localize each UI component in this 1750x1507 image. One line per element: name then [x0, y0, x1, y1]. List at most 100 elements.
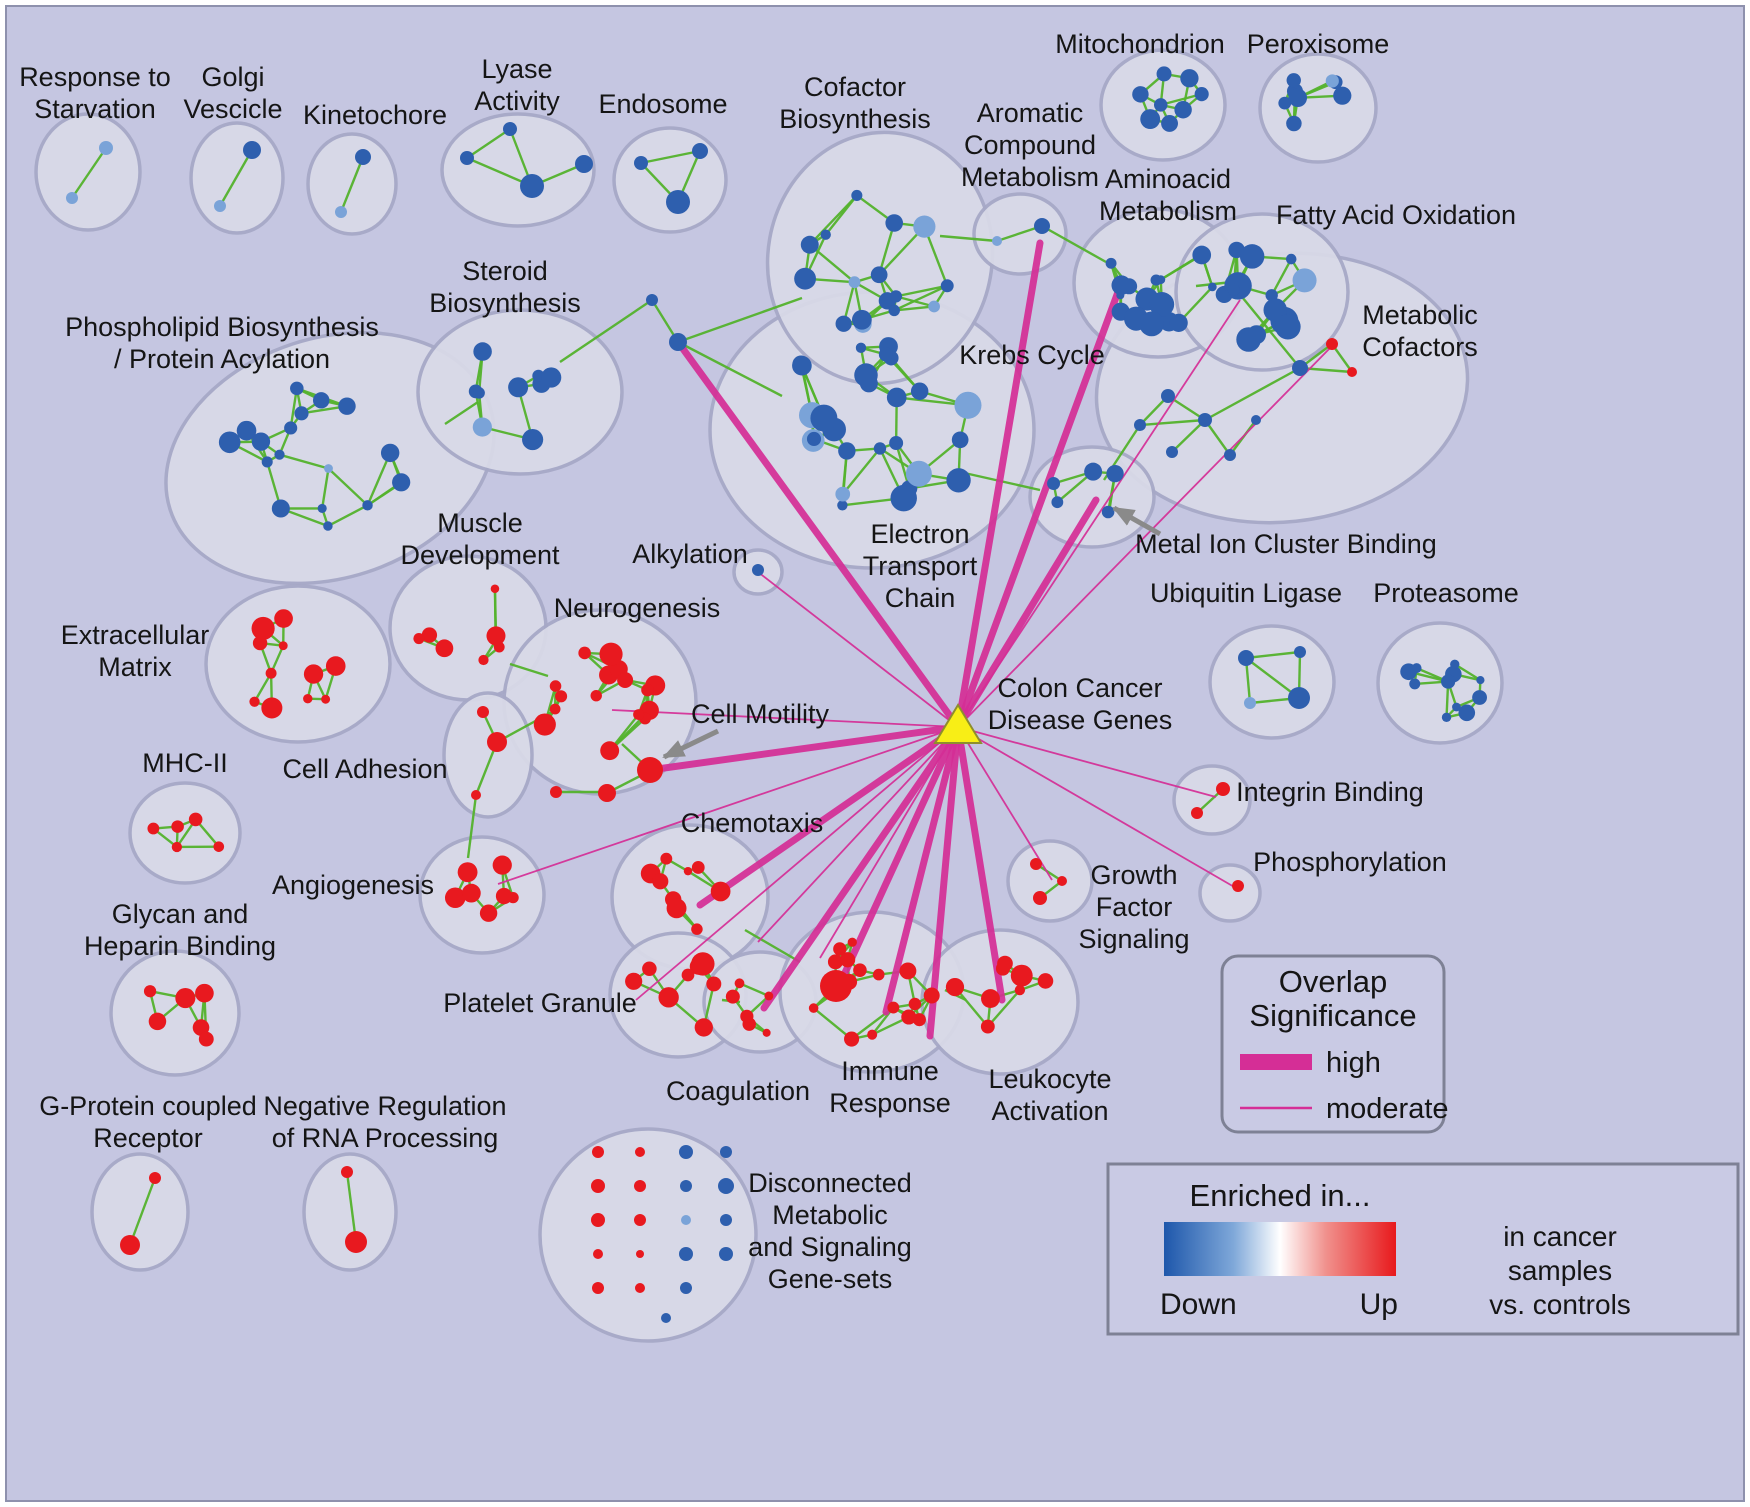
- gene-set-edge: [279, 453, 329, 470]
- gene-set-node: [541, 367, 562, 388]
- gene-set-node: [324, 464, 333, 473]
- gene-set-node: [294, 406, 309, 421]
- gene-set-node: [889, 436, 904, 451]
- gene-set-node: [1037, 973, 1054, 989]
- cluster-cell-adhesion: [442, 691, 534, 819]
- label-coagulation: Coagulation: [666, 1076, 810, 1106]
- gene-set-node: [694, 1018, 713, 1037]
- gene-set-node: [905, 460, 932, 487]
- overlap-edge-moderate: [957, 345, 1333, 728]
- gene-set-node: [578, 646, 591, 660]
- gene-set-node: [1224, 449, 1236, 461]
- overlap-edge-moderate: [957, 726, 1217, 798]
- gene-set-node: [120, 1235, 140, 1255]
- gene-set-node: [555, 690, 568, 703]
- cluster-negative-regulation-rna-processing: [302, 1152, 398, 1272]
- label-negative-regulation-rna-processing: of RNA Processing: [272, 1123, 499, 1153]
- gene-set-node: [681, 968, 695, 982]
- gene-set-node: [503, 122, 517, 136]
- overlap-edge-moderate: [497, 726, 959, 885]
- gene-set-node: [198, 1031, 214, 1047]
- gene-set-node: [1034, 218, 1050, 234]
- legend-enriched-note: in cancer: [1503, 1221, 1617, 1252]
- gene-set-node: [899, 962, 917, 980]
- gene-set-node: [887, 1001, 900, 1014]
- overlap-edge-high: [834, 723, 962, 992]
- gene-set-node: [1161, 389, 1175, 403]
- gene-set-node: [149, 1172, 161, 1184]
- gene-set-node: [634, 156, 648, 170]
- gene-set-node: [321, 694, 331, 704]
- overlap-edge-moderate: [957, 299, 1241, 728]
- gene-set-node: [1286, 115, 1302, 132]
- gene-set-node: [679, 1247, 693, 1261]
- gene-set-node: [913, 215, 936, 238]
- gene-set-node: [550, 786, 562, 798]
- gene-set-node: [681, 1215, 691, 1225]
- label-negative-regulation-rna-processing: Negative Regulation: [263, 1091, 506, 1121]
- gene-set-node: [1409, 678, 1421, 690]
- gene-set-node: [592, 1282, 604, 1294]
- gene-set-edge: [444, 401, 479, 425]
- gene-set-node: [885, 214, 903, 232]
- gene-set-edge: [812, 1007, 853, 1040]
- gene-set-node: [1057, 876, 1067, 886]
- label-glycan-heparin-binding: Heparin Binding: [84, 931, 276, 961]
- gene-set-node: [820, 229, 831, 240]
- gene-set-node: [303, 664, 324, 684]
- gene-set-node: [251, 432, 271, 451]
- gene-set-node: [265, 667, 277, 679]
- gene-set-node: [236, 420, 257, 441]
- gene-set-node: [274, 609, 293, 628]
- gene-set-edge: [320, 468, 330, 509]
- legend-enriched-note: samples: [1508, 1255, 1612, 1286]
- gene-set-node: [886, 387, 907, 408]
- gene-set-node: [844, 1031, 860, 1047]
- cluster-peroxisome: [1258, 52, 1378, 164]
- gene-set-edge: [509, 662, 549, 678]
- label-proteasome: Proteasome: [1373, 578, 1519, 608]
- gene-set-node: [1051, 496, 1064, 509]
- gene-set-node: [549, 703, 561, 715]
- gene-set-node: [213, 841, 225, 852]
- gene-set-node: [1251, 415, 1261, 425]
- gene-set-node: [764, 991, 774, 1001]
- pointer-arrow: [662, 728, 720, 760]
- gene-set-node: [249, 696, 260, 707]
- gene-set-node: [175, 988, 196, 1009]
- gene-set-node: [637, 757, 663, 783]
- gene-set-node: [508, 377, 529, 398]
- overlap-edge-high: [954, 288, 1122, 731]
- gene-set-edge: [466, 128, 511, 159]
- label-muscle-development: Development: [400, 540, 560, 570]
- gene-set-node: [691, 952, 715, 976]
- cluster-phosphorylation: [1198, 863, 1262, 923]
- gene-set-edge: [1139, 418, 1206, 427]
- gene-set-node: [457, 862, 478, 883]
- legend-enriched-title: Enriched in...: [1190, 1178, 1371, 1213]
- pointer-arrow: [1112, 505, 1162, 537]
- gene-set-edge: [1041, 224, 1107, 264]
- cluster-ubiquitin-ligase: [1208, 624, 1336, 740]
- gene-set-node: [820, 970, 852, 1002]
- gene-set-node: [838, 442, 856, 460]
- gene-set-node: [669, 333, 687, 351]
- gene-set-node: [800, 235, 819, 254]
- gene-set-node: [1014, 984, 1026, 996]
- gene-set-node: [852, 309, 872, 330]
- gene-set-node: [1010, 964, 1033, 987]
- gene-set-node: [1458, 704, 1476, 722]
- overlap-edge-moderate: [957, 726, 1237, 889]
- gene-set-edge: [1270, 258, 1293, 296]
- gene-set-edge: [640, 149, 701, 165]
- gene-set-node: [148, 1012, 167, 1031]
- gene-set-node: [633, 709, 645, 720]
- legend-enriched-in: Enriched in... Down Up in cancer samples…: [1106, 1162, 1740, 1336]
- gene-set-node: [646, 294, 658, 306]
- annotation-arrows-layer: [662, 505, 1162, 760]
- label-phospholipid-biosynthesis: Phospholipid Biosynthesis: [65, 312, 379, 342]
- legend-enriched-note: vs. controls: [1489, 1289, 1631, 1320]
- gene-set-node: [593, 1249, 603, 1259]
- gene-set-node: [997, 955, 1013, 972]
- gene-set-node: [827, 954, 843, 970]
